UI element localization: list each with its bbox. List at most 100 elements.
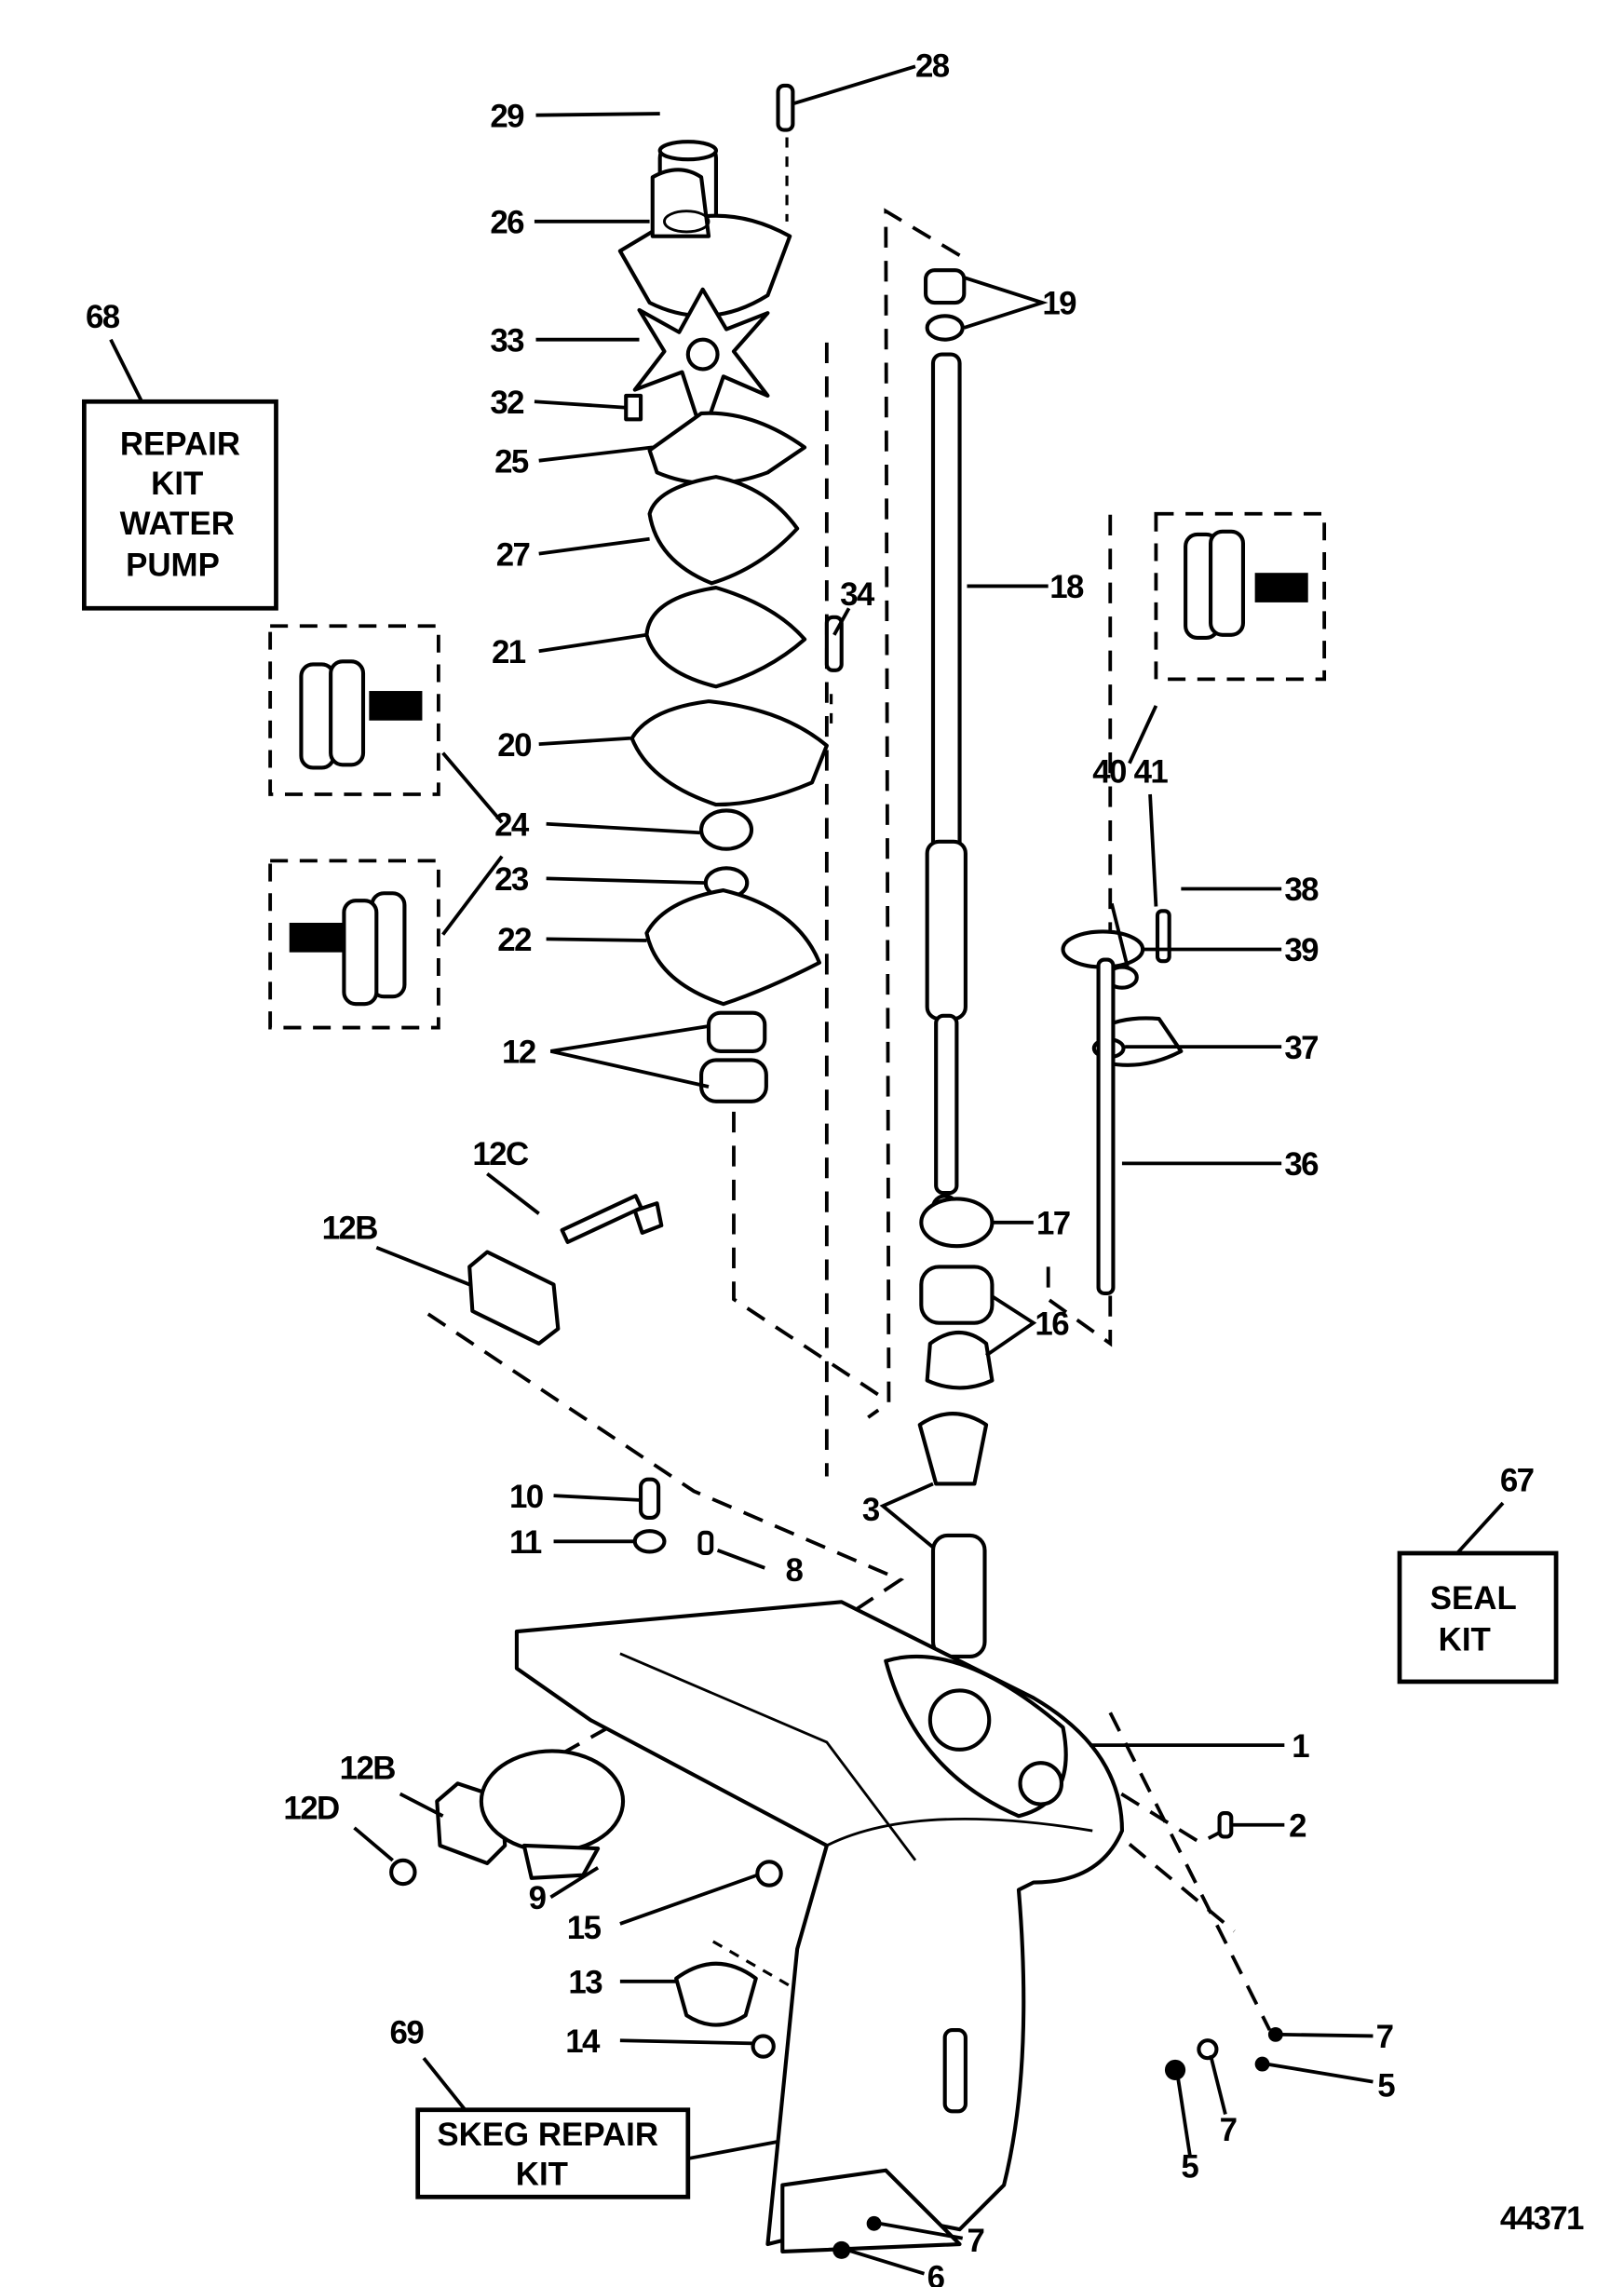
part-3-sleeve[interactable] — [917, 1412, 989, 1659]
part-33-impeller[interactable] — [632, 287, 770, 438]
seal-kit-callout[interactable]: 67 SEAL KIT — [1397, 1462, 1559, 1685]
part-15-plug[interactable] — [755, 1860, 783, 1888]
part-16-bearing[interactable] — [919, 1265, 995, 1390]
part-20-pump-base[interactable] — [629, 699, 829, 807]
part-14-nut[interactable] — [751, 2034, 776, 2059]
leader-lines — [353, 64, 1374, 2276]
label-1: 1 — [1292, 1728, 1309, 1765]
part-12c-bolt[interactable] — [560, 1194, 664, 1244]
leader-line — [1455, 1501, 1505, 1555]
kit-ref-68: 68 — [86, 299, 120, 335]
part-9-trim-tab[interactable] — [479, 1749, 626, 1880]
label-13: 13 — [568, 1964, 602, 2000]
label-38: 38 — [1284, 872, 1319, 908]
label-6: 6 — [927, 2260, 945, 2287]
water-pump-repair-kit-callout[interactable]: 68 REPAIR KIT WATER PUMP — [81, 299, 278, 611]
label-18: 18 — [1049, 569, 1084, 605]
label-7b: 7 — [1220, 2112, 1237, 2148]
part-25-gasket[interactable] — [647, 411, 807, 486]
label-12: 12 — [502, 1035, 535, 1071]
label-32: 32 — [490, 385, 523, 421]
label-25: 25 — [494, 443, 529, 480]
part-5-screw[interactable] — [1164, 2059, 1186, 2081]
part-17-ring[interactable] — [919, 1197, 995, 1249]
label-37: 37 — [1284, 1030, 1318, 1066]
label-11: 11 — [509, 1524, 542, 1561]
part-24-seal[interactable] — [699, 808, 754, 851]
skeg-repair-kit-callout[interactable]: 69 SKEG REPAIR KIT — [390, 2014, 861, 2199]
part-13-gear[interactable] — [674, 1961, 758, 2027]
label-14: 14 — [565, 2023, 601, 2060]
kit-text-line: KIT — [151, 466, 203, 502]
label-7a: 7 — [1376, 2019, 1393, 2055]
part-7-washer[interactable] — [1267, 2026, 1283, 2042]
label-12c: 12C — [472, 1136, 529, 1172]
part-labels: 29 28 26 19 33 32 25 27 18 34 21 20 24 2… — [283, 47, 1396, 2287]
detail-box-40 — [1154, 511, 1327, 682]
part-27-plate[interactable] — [647, 475, 800, 586]
label-19: 19 — [1042, 286, 1076, 322]
part-32-key[interactable] — [624, 393, 643, 422]
part-7-washer[interactable] — [1197, 2038, 1219, 2061]
part-41-screw[interactable] — [1155, 909, 1171, 964]
label-36: 36 — [1284, 1146, 1319, 1183]
part-36-shift-shaft[interactable] — [1096, 957, 1116, 1295]
part-18-driveshaft[interactable] — [925, 352, 968, 1222]
kit-text-line: KIT — [1439, 1622, 1491, 1658]
kit-text-line: KIT — [516, 2157, 568, 2193]
label-26: 26 — [490, 205, 524, 241]
label-22: 22 — [497, 922, 531, 958]
label-15: 15 — [567, 1910, 602, 1946]
label-20: 20 — [497, 727, 531, 764]
part-1-gear-housing[interactable] — [514, 1600, 1125, 2254]
part-12d-nut[interactable] — [389, 1858, 417, 1887]
label-7c: 7 — [967, 2223, 983, 2259]
label-39: 39 — [1284, 932, 1319, 968]
label-2: 2 — [1289, 1807, 1306, 1844]
label-17: 17 — [1036, 1206, 1070, 1242]
label-41: 41 — [1134, 753, 1169, 790]
kit-ref-69: 69 — [390, 2014, 425, 2050]
detail-box-24 — [268, 624, 440, 796]
kit-text-line: SEAL — [1430, 1580, 1517, 1617]
label-12b-top: 12B — [322, 1210, 378, 1246]
label-3: 3 — [862, 1492, 880, 1528]
part-28-screw[interactable] — [776, 83, 795, 132]
part-5-screw[interactable] — [1254, 2056, 1270, 2072]
label-24: 24 — [494, 806, 530, 843]
part-10-bolt[interactable] — [639, 1477, 661, 1520]
leader-line — [422, 2057, 467, 2111]
part-12b-anode-top[interactable] — [467, 1250, 561, 1346]
label-28: 28 — [915, 47, 950, 84]
label-8: 8 — [785, 1552, 803, 1589]
part-7-washer[interactable] — [866, 2215, 882, 2231]
water-pump-kit-box — [81, 399, 278, 611]
label-5b: 5 — [1181, 2149, 1198, 2186]
part-26-pump-housing[interactable] — [617, 168, 792, 318]
label-33: 33 — [490, 322, 524, 359]
part-22-gasket[interactable] — [644, 888, 821, 1007]
part-12-bushings[interactable] — [699, 1010, 768, 1103]
kit-ref-67: 67 — [1500, 1462, 1534, 1498]
part-8-pin[interactable] — [697, 1530, 714, 1556]
label-12b-bottom: 12B — [340, 1751, 396, 1787]
label-27: 27 — [496, 536, 530, 573]
label-29: 29 — [490, 98, 524, 134]
kit-text-line: SKEG REPAIR — [437, 2117, 658, 2153]
label-9: 9 — [529, 1880, 547, 1916]
part-11-washer[interactable] — [632, 1529, 667, 1554]
label-12d: 12D — [283, 1790, 339, 1826]
label-21: 21 — [492, 634, 526, 670]
kit-text-line: WATER — [120, 506, 235, 542]
part-2-pin[interactable] — [1217, 1810, 1234, 1839]
label-23: 23 — [494, 861, 529, 898]
leader-line — [109, 338, 143, 403]
part-21-gasket[interactable] — [644, 585, 807, 689]
label-10: 10 — [509, 1479, 543, 1515]
part-19-seal[interactable] — [924, 268, 967, 342]
kit-text-line: REPAIR — [120, 426, 240, 462]
part-6-screw[interactable] — [832, 2240, 851, 2259]
seal-kit-box — [1397, 1550, 1559, 1685]
skeg-kit-box — [415, 2107, 691, 2199]
label-34: 34 — [840, 576, 875, 613]
